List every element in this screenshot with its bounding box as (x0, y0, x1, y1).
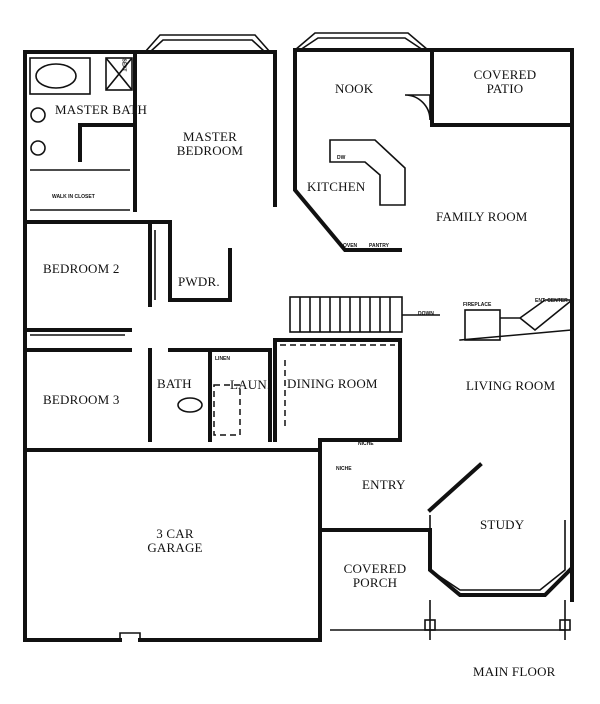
bathtub (29, 57, 91, 95)
room-label-dining-room: DINING ROOM (287, 376, 378, 391)
toilet (177, 397, 203, 413)
dishwasher-label: DW (337, 155, 346, 161)
seat-label: SEAT (120, 58, 127, 72)
room-label-master-bath: MASTER BATH (55, 102, 148, 117)
room-label-master-bedroom: MASTER BEDROOM (176, 129, 244, 158)
room-label-bath: BATH (157, 376, 192, 391)
kitchen-walls (293, 48, 574, 252)
down-label: DOWN (418, 311, 434, 317)
room-label-entry: ENTRY (362, 477, 406, 492)
shower (105, 57, 133, 91)
sink (30, 107, 46, 123)
bay-window-master (144, 34, 271, 53)
room-label-living-room: LIVING ROOM (466, 378, 556, 393)
study-bay (429, 515, 566, 591)
ent-center (500, 299, 573, 332)
pantry-label: PANTRY (369, 243, 389, 249)
room-label-covered-patio: COVERED PATIO (473, 67, 537, 96)
porch-rail (330, 600, 566, 640)
room-label-powder: PWDR. (178, 274, 220, 289)
walk-in-closet-label: WALK IN CLOSET (52, 194, 95, 200)
exterior-walls (23, 48, 574, 642)
bay-window-nook (294, 32, 429, 51)
fireplace-label: FIREPLACE (463, 302, 492, 308)
room-label-family-room: FAMILY ROOM (436, 209, 528, 224)
fireplace (464, 309, 501, 341)
niche-label: NICHE (336, 466, 352, 472)
room-label-bedroom-2: BEDROOM 2 (43, 261, 120, 276)
bath-laundry-walls (168, 338, 402, 442)
porch-column (559, 619, 571, 631)
room-label-kitchen: KITCHEN (307, 179, 366, 194)
shower-x (105, 57, 133, 91)
washer-dryer (213, 384, 241, 436)
stair-treads (299, 297, 440, 332)
porch-column (424, 619, 436, 631)
closet-rods (30, 169, 130, 211)
room-label-garage: 3 CAR GARAGE (147, 526, 203, 555)
dining-dashed (280, 344, 395, 430)
plan-title: MAIN FLOOR (473, 664, 556, 679)
room-label-study: STUDY (480, 517, 525, 532)
garage-door-post (119, 632, 141, 640)
tub-basin (35, 63, 77, 89)
room-label-covered-porch: COVERED PORCH (343, 561, 407, 590)
ent-center-label: ENT. CENTER (535, 298, 568, 304)
living-divider (459, 329, 573, 341)
stairs (289, 296, 403, 333)
room-label-nook: NOOK (335, 81, 374, 96)
room-label-laundry: LAUN. (230, 377, 271, 392)
oven-label: OVEN (343, 243, 358, 249)
closets (30, 230, 156, 336)
linen-label: LINEN (215, 356, 230, 362)
master-walls (23, 50, 277, 224)
sink (30, 140, 46, 156)
kitchen-island (329, 139, 406, 206)
niche-label: NICHE (358, 441, 374, 447)
entry-study-walls (318, 438, 573, 642)
room-label-bedroom-3: BEDROOM 3 (43, 392, 120, 407)
patio-door (404, 94, 431, 121)
bedroom-walls (23, 220, 322, 452)
